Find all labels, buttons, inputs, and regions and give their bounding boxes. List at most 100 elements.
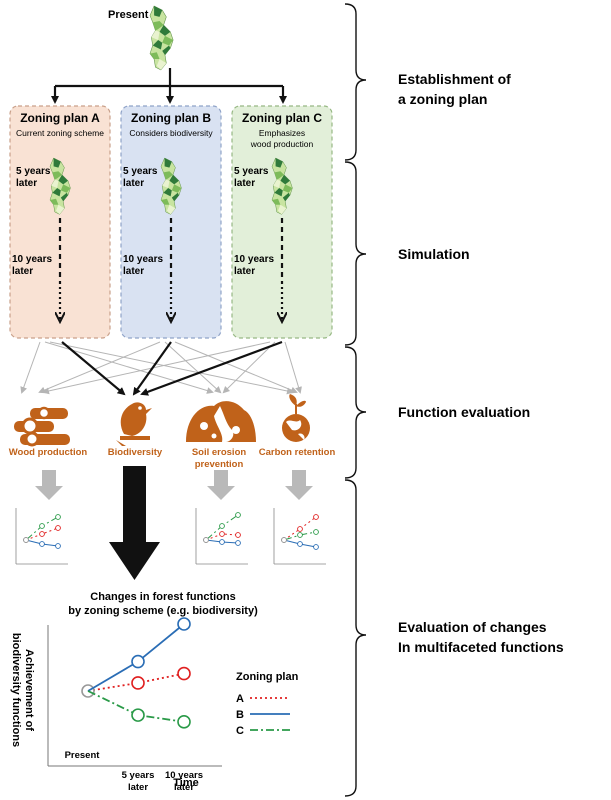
plan-box-a: Zoning plan A Current zoning scheme 5 ye… xyxy=(9,105,111,339)
mini-point xyxy=(235,540,241,546)
mini-point xyxy=(55,525,61,531)
mini-point xyxy=(55,514,61,520)
mini-charts xyxy=(15,508,326,565)
gray-down-arrows xyxy=(35,470,313,500)
stage-1-label-line-2: a zoning plan xyxy=(398,91,487,107)
plan-box-c: Zoning plan C Emphasizes wood production… xyxy=(231,105,333,339)
mini-point xyxy=(219,523,225,529)
present-label: Present xyxy=(108,9,149,21)
evaluation-arrows xyxy=(20,341,302,395)
chart-ylabel-line-2: biodiversity functions xyxy=(10,633,22,747)
logs-icon xyxy=(14,406,70,447)
legend: ABC xyxy=(236,693,290,737)
plan-a-10y-label-2: later xyxy=(12,266,33,277)
plan-a-5y-label-2: later xyxy=(16,178,37,189)
chart-title-line-1: Changes in forest functions xyxy=(90,591,235,603)
x-tick-label-2-0: 10 years xyxy=(165,770,203,781)
branch-arrows xyxy=(51,68,287,104)
plan-a-5y-label-1: 5 years xyxy=(16,166,51,177)
mini-point xyxy=(39,541,45,547)
function-carbon-retention: Carbon retention xyxy=(259,447,336,458)
stage-4-label-line-2: In multifaceted functions xyxy=(398,639,564,655)
function-soil-erosion-2: prevention xyxy=(195,459,244,470)
mini-point xyxy=(281,537,287,543)
mini-point xyxy=(39,523,45,529)
plan-b-10y-label-1: 10 years xyxy=(123,254,163,265)
data-point-A-1 xyxy=(131,676,145,690)
mini-point xyxy=(235,512,241,518)
mini-point xyxy=(55,543,61,549)
function-labels: Wood production Biodiversity Soil erosio… xyxy=(9,447,336,470)
data-point-A-2 xyxy=(177,666,191,681)
mini-chart-2 xyxy=(273,508,326,565)
plan-b-subtitle: Considers biodiversity xyxy=(129,128,213,138)
mini-point xyxy=(39,531,45,537)
plan-a-10y-label-1: 10 years xyxy=(12,254,52,265)
plan-b-5y-label-2: later xyxy=(123,178,144,189)
plan-c-subtitle-2: wood production xyxy=(250,139,314,149)
sprout-globe-icon xyxy=(282,394,310,442)
legend-title: Zoning plan xyxy=(236,671,299,683)
plan-a-title: Zoning plan A xyxy=(20,111,100,125)
plan-c-10y-label-2: later xyxy=(234,266,255,277)
x-tick-label-2-1: later xyxy=(174,782,194,793)
biodiversity-arrows xyxy=(61,340,283,396)
stage-4-label-line-1: Evaluation of changes xyxy=(398,619,547,635)
mini-point xyxy=(203,537,209,543)
bird-icon xyxy=(116,402,152,446)
plan-b-title: Zoning plan B xyxy=(131,111,211,125)
x-tick-label-1-1: later xyxy=(128,782,148,793)
data-point-C-1 xyxy=(131,708,145,722)
chart-title-line-2: by zoning scheme (e.g. biodiversity) xyxy=(68,605,258,617)
series-C xyxy=(87,690,191,729)
legend-label-A: A xyxy=(236,693,244,705)
mini-point xyxy=(219,531,225,537)
mini-chart-1 xyxy=(195,508,248,565)
series-B xyxy=(87,617,191,692)
plan-c-5y-label-2: later xyxy=(234,178,255,189)
legend-label-B: B xyxy=(236,709,244,721)
plan-c-title: Zoning plan C xyxy=(242,111,322,125)
x-tick-label-1-0: 5 years xyxy=(122,770,155,781)
main-chart: Changes in forest functions by zoning sc… xyxy=(10,591,299,793)
data-point-C-2 xyxy=(177,715,191,729)
mini-point xyxy=(219,539,225,545)
stage-labels: Establishment of a zoning plan Simulatio… xyxy=(398,71,564,655)
main-plot-area xyxy=(81,617,191,729)
mini-point xyxy=(297,526,303,532)
mini-line-A xyxy=(25,527,59,541)
biodiversity-bold-down-arrow xyxy=(109,466,160,580)
mini-line-A xyxy=(205,533,239,541)
chart-xlabel: Time xyxy=(173,777,198,789)
soil-erosion-icon xyxy=(186,401,256,442)
present-forest-map-icon xyxy=(149,5,174,71)
legend-label-C: C xyxy=(236,725,244,737)
plan-c-5y-label-1: 5 years xyxy=(234,166,269,177)
mini-point xyxy=(23,537,29,543)
function-soil-erosion-1: Soil erosion xyxy=(192,447,247,458)
mini-chart-0 xyxy=(15,508,68,565)
mini-point xyxy=(297,532,303,538)
mini-point xyxy=(235,532,241,538)
plan-c-subtitle-1: Emphasizes xyxy=(259,128,305,138)
data-point-B-1 xyxy=(131,654,145,669)
mini-point xyxy=(313,514,319,520)
plan-b-10y-label-2: later xyxy=(123,266,144,277)
mini-point xyxy=(313,529,319,535)
function-biodiversity: Biodiversity xyxy=(108,447,163,458)
data-point-B-2 xyxy=(177,617,191,631)
x-tick-label-0-0: Present xyxy=(65,750,101,761)
mini-line-A xyxy=(283,516,317,541)
chart-ylabel-line-1: Achievement of xyxy=(23,649,35,731)
stage-braces xyxy=(344,3,367,797)
stage-1-label-line-1: Establishment of xyxy=(398,71,511,87)
plan-c-10y-label-1: 10 years xyxy=(234,254,274,265)
plan-a-subtitle: Current zoning scheme xyxy=(16,128,104,138)
mini-point xyxy=(297,541,303,547)
plan-box-b: Zoning plan B Considers biodiversity 5 y… xyxy=(120,105,222,339)
stage-3-label: Function evaluation xyxy=(398,404,530,420)
plan-b-5y-label-1: 5 years xyxy=(123,166,158,177)
function-wood-production: Wood production xyxy=(9,447,88,458)
